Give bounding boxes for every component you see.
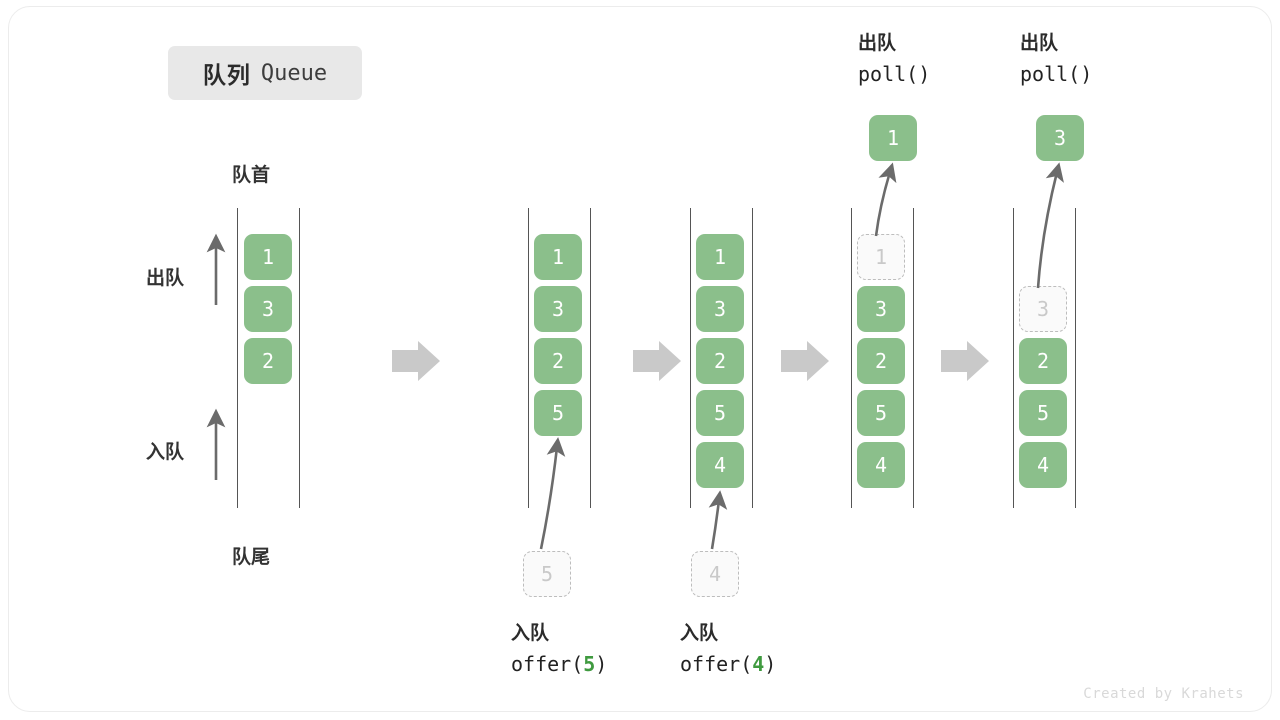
title-chinese: 队列 xyxy=(202,62,251,88)
offer-4-code-arg: 4 xyxy=(752,651,765,676)
diagram-card xyxy=(8,6,1272,712)
offer-5-label: 入队 offer(5) xyxy=(511,620,607,679)
queue-cell: 1 xyxy=(534,234,582,280)
offer-5-code-arg: 5 xyxy=(583,651,596,676)
poll-1-label-code: poll() xyxy=(858,61,931,86)
queue-cell: 1 xyxy=(244,234,292,280)
incoming-ghost-cell: 5 xyxy=(523,551,571,597)
poll-3-label-cn: 出队 xyxy=(1020,33,1059,54)
queue-cell: 2 xyxy=(244,338,292,384)
queue-cell: 3 xyxy=(696,286,744,332)
poll-3-label: 出队 poll() xyxy=(1020,30,1092,89)
queue-tail-label: 队尾 xyxy=(232,547,271,568)
channel-rail-left xyxy=(1013,208,1014,508)
queue-cell: 5 xyxy=(1019,390,1067,436)
polled-value-cell: 3 xyxy=(1036,115,1084,161)
enqueue-direction-label: 入队 xyxy=(146,442,185,463)
queue-cell: 2 xyxy=(857,338,905,384)
poll-3-label-code: poll() xyxy=(1020,61,1093,86)
queue-cell: 3 xyxy=(857,286,905,332)
outgoing-ghost-cell: 1 xyxy=(857,234,905,280)
outgoing-ghost-cell: 3 xyxy=(1019,286,1067,332)
queue-cell: 3 xyxy=(534,286,582,332)
offer-5-label-code: offer(5) xyxy=(511,649,607,679)
offer-4-code-prefix: offer( xyxy=(680,651,753,676)
offer-4-label: 入队 offer(4) xyxy=(680,620,776,679)
queue-cell: 1 xyxy=(696,234,744,280)
channel-rail-left xyxy=(690,208,691,508)
channel-rail-right xyxy=(752,208,753,508)
queue-cell: 4 xyxy=(696,442,744,488)
queue-cell: 4 xyxy=(857,442,905,488)
incoming-ghost-cell: 4 xyxy=(691,551,739,597)
watermark: Created by Krahets xyxy=(1083,686,1244,702)
offer-4-label-cn: 入队 xyxy=(680,623,719,644)
queue-cell: 5 xyxy=(534,390,582,436)
queue-cell: 5 xyxy=(696,390,744,436)
channel-rail-right xyxy=(299,208,300,508)
offer-5-code-suffix: ) xyxy=(595,651,608,676)
poll-1-label: 出队 poll() xyxy=(858,30,930,89)
poll-1-label-cn: 出队 xyxy=(858,33,897,54)
offer-5-label-cn: 入队 xyxy=(511,623,550,644)
queue-cell: 2 xyxy=(696,338,744,384)
queue-cell: 2 xyxy=(1019,338,1067,384)
channel-rail-left xyxy=(851,208,852,508)
title-badge: 队列 Queue xyxy=(168,46,362,100)
channel-rail-left xyxy=(237,208,238,508)
dequeue-direction-label: 出队 xyxy=(146,268,185,289)
polled-value-cell: 1 xyxy=(869,115,917,161)
queue-cell: 5 xyxy=(857,390,905,436)
channel-rail-right xyxy=(913,208,914,508)
queue-cell: 3 xyxy=(244,286,292,332)
queue-head-label: 队首 xyxy=(232,165,271,186)
title-english: Queue xyxy=(260,60,328,86)
channel-rail-right xyxy=(1075,208,1076,508)
offer-4-label-code: offer(4) xyxy=(680,649,776,679)
queue-cell: 4 xyxy=(1019,442,1067,488)
channel-rail-right xyxy=(590,208,591,508)
channel-rail-left xyxy=(528,208,529,508)
offer-4-code-suffix: ) xyxy=(764,651,777,676)
offer-5-code-prefix: offer( xyxy=(511,651,584,676)
queue-cell: 2 xyxy=(534,338,582,384)
